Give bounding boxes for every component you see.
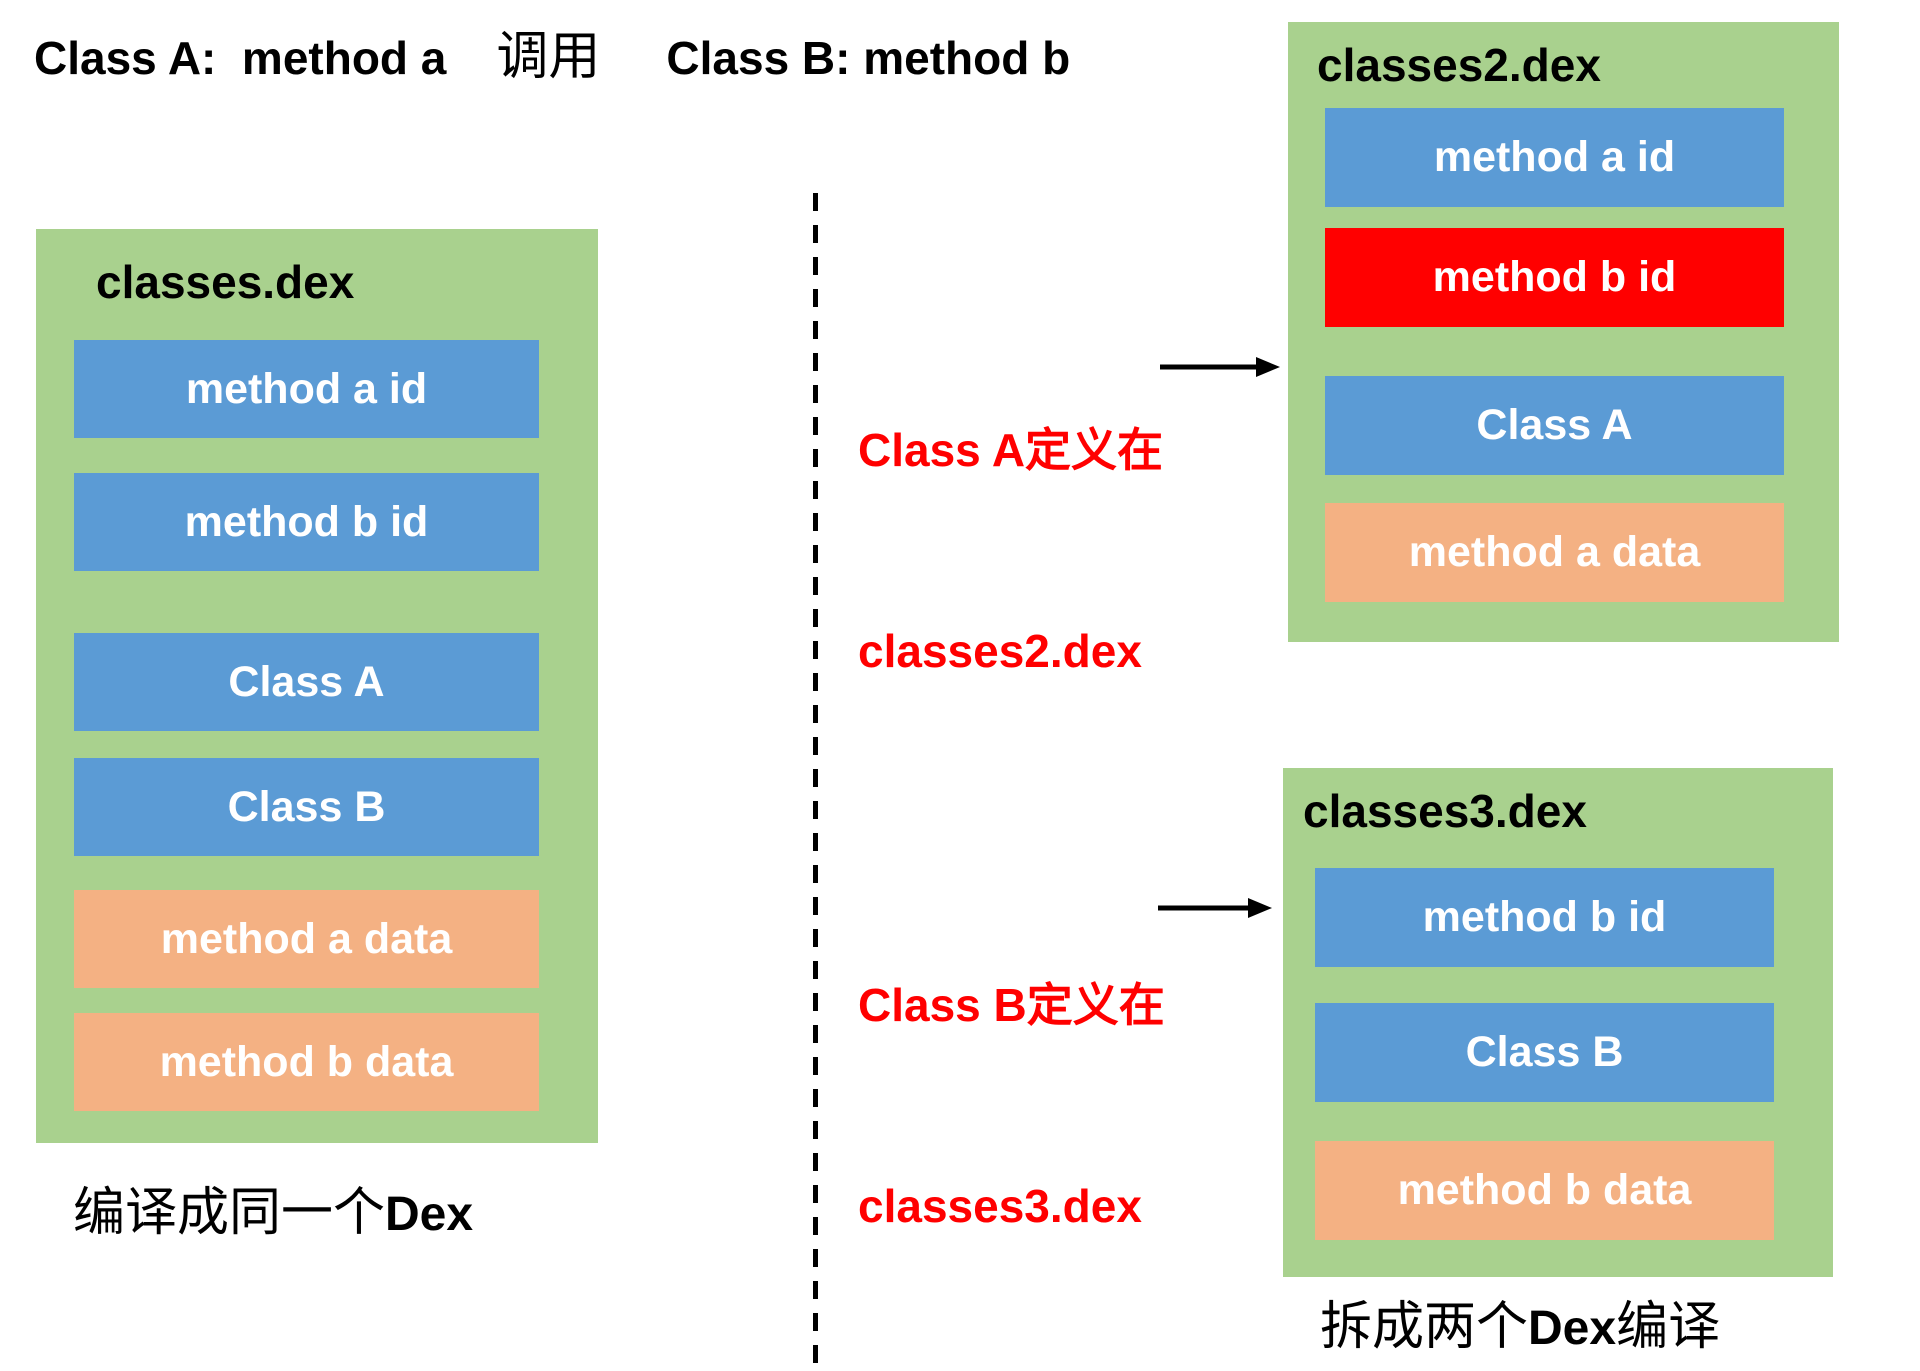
right-caption-cn1: 拆成两个 [1320,1299,1529,1356]
annotation-class-a-line1: Class A定义在 [858,424,1164,476]
left-caption-cn: 编译成同一个 [73,1185,386,1242]
block-method-b-data: method b data [1315,1141,1774,1240]
left-caption: 编译成同一个 Dex [73,1183,473,1246]
classes2-dex-title: classes2.dex [1317,39,1601,91]
block-method-a-data: method a data [74,890,539,988]
block-method-b-id-highlighted: method b id [1325,228,1784,327]
block-method-a-id: method a id [74,340,539,438]
classes-dex-title: classes.dex [96,256,355,308]
header-class-b-method: Class B: method b [666,32,1071,84]
block-method-a-id: method a id [1325,108,1784,207]
block-class-b: Class B [74,758,539,856]
annotation-class-b-line2: classes3.dex [858,1180,1142,1232]
block-method-a-data: method a data [1325,503,1784,602]
classes3-dex-box: classes3.dex method b id Class B method … [1283,768,1833,1277]
annotation-class-a: Class A定义在 classes2.dex [858,283,1163,819]
block-class-a: Class A [1325,376,1784,475]
right-caption-cn2: 编译 [1616,1299,1721,1356]
annotation-class-b: Class B定义在 classes3.dex [858,838,1165,1371]
right-caption: 拆成两个 Dex 编译 [1320,1297,1720,1360]
left-caption-dex: Dex [385,1188,474,1241]
header-call-word: 调用 [496,29,601,86]
block-method-b-id: method b id [1315,868,1774,967]
classes-dex-box: classes.dex method a id method b id Clas… [36,229,598,1143]
block-method-b-data: method b data [74,1013,539,1111]
right-caption-dex: Dex [1528,1302,1617,1355]
block-method-b-id: method b id [74,473,539,571]
annotation-class-a-line2: classes2.dex [858,625,1142,677]
block-class-a: Class A [74,633,539,731]
annotation-class-b-line1: Class B定义在 [858,979,1165,1031]
block-class-b: Class B [1315,1003,1774,1102]
classes3-dex-title: classes3.dex [1303,785,1587,837]
classes2-dex-box: classes2.dex method a id method b id Cla… [1288,22,1839,642]
header-class-a-method: Class A: method a [34,32,447,84]
diagram-header: Class A: method a 调用 Class B: method b [34,30,1070,86]
